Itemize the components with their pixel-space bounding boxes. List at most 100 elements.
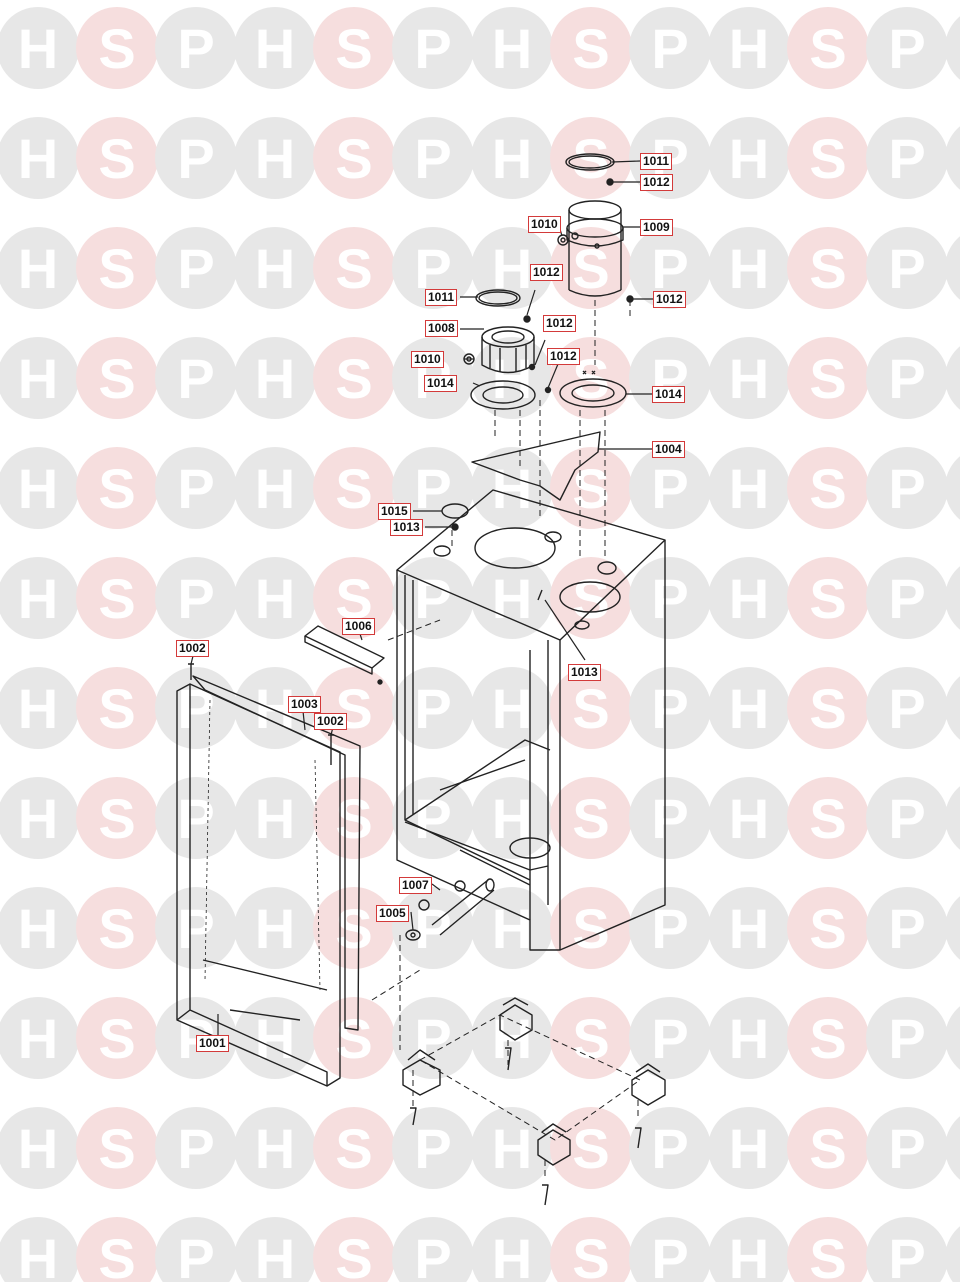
watermark-circle — [866, 337, 948, 419]
part-label-1014-right[interactable]: 1014 — [652, 386, 685, 403]
watermark-circle — [945, 126, 960, 190]
part-label-1007[interactable]: 1007 — [399, 877, 432, 894]
watermark-letter: H — [492, 1117, 532, 1180]
watermark-circle — [155, 1217, 237, 1282]
part-label-1005[interactable]: 1005 — [376, 905, 409, 922]
watermark-letter: P — [651, 567, 688, 630]
watermark-circle — [787, 887, 869, 969]
part-label-1012-right[interactable]: 1012 — [653, 291, 686, 308]
watermark-letter: S — [572, 1007, 609, 1070]
watermark-circle — [629, 997, 711, 1079]
watermark-circle — [945, 456, 960, 520]
watermark-circle — [313, 1217, 395, 1282]
watermark-circle — [0, 777, 79, 859]
part-label-1012-center[interactable]: 1012 — [543, 315, 576, 332]
watermark-letter: H — [18, 677, 58, 740]
watermark-circle — [866, 887, 948, 969]
watermark-letter: P — [888, 1227, 925, 1282]
watermark-circle — [76, 117, 158, 199]
watermark-letter: P — [177, 347, 214, 410]
watermark-letter: S — [572, 897, 609, 960]
watermark-circle — [234, 777, 316, 859]
flue-turret-1008 — [481, 326, 535, 374]
flue-seal-ring-top — [565, 153, 615, 171]
watermark-circle — [629, 887, 711, 969]
watermark-letter: P — [888, 897, 925, 960]
watermark-circle — [313, 7, 395, 89]
watermark-circle — [76, 557, 158, 639]
watermark-circle — [76, 667, 158, 749]
watermark-circle — [155, 667, 237, 749]
watermark-letter: P — [177, 1227, 214, 1282]
watermark-letter: S — [98, 787, 135, 850]
watermark-circle — [471, 337, 553, 419]
watermark-letter: H — [729, 1227, 769, 1282]
watermark-letter: P — [414, 17, 451, 80]
watermark-letter: H — [729, 787, 769, 850]
watermark-circle — [392, 1217, 474, 1282]
watermark-letter: P — [888, 237, 925, 300]
part-label-1010-left[interactable]: 1010 — [411, 351, 444, 368]
part-label-1011-left[interactable]: 1011 — [425, 289, 458, 306]
watermark-letter: S — [809, 17, 846, 80]
watermark-circle — [155, 887, 237, 969]
seal-1015 — [441, 503, 469, 531]
watermark-circle — [234, 7, 316, 89]
top-plate-1004 — [471, 431, 601, 501]
part-label-1012-mid[interactable]: 1012 — [530, 264, 563, 281]
watermark-circle — [945, 566, 960, 630]
watermark-letter: H — [492, 1227, 532, 1282]
watermark-letter: S — [809, 897, 846, 960]
watermark-circle — [866, 1217, 948, 1282]
watermark-letter: H — [18, 1007, 58, 1070]
part-label-1012-top[interactable]: 1012 — [640, 174, 673, 191]
part-label-1002-right[interactable]: 1002 — [314, 713, 347, 730]
watermark-letter: S — [809, 1117, 846, 1180]
part-label-1006[interactable]: 1006 — [342, 618, 375, 635]
watermark-letter: S — [98, 17, 135, 80]
watermark-circle — [0, 887, 79, 969]
part-label-1001[interactable]: 1001 — [196, 1035, 229, 1052]
part-label-1008[interactable]: 1008 — [425, 320, 458, 337]
watermark-circle — [708, 117, 790, 199]
part-label-1011-top[interactable]: 1011 — [640, 153, 673, 170]
watermark-circle — [0, 557, 79, 639]
watermark-circle — [708, 337, 790, 419]
watermark-circle — [787, 997, 869, 1079]
watermark-circle — [550, 1217, 632, 1282]
watermark-letter: P — [414, 897, 451, 960]
watermark-circle — [471, 1107, 553, 1189]
watermark-circle — [0, 7, 79, 89]
watermark-circle — [0, 447, 79, 529]
part-label-1012-lower[interactable]: 1012 — [547, 348, 580, 365]
part-label-1009[interactable]: 1009 — [640, 219, 673, 236]
clip-1010-top — [557, 234, 569, 246]
part-label-1002-left[interactable]: 1002 — [176, 640, 209, 657]
part-label-1003[interactable]: 1003 — [288, 696, 321, 713]
watermark-circle — [76, 227, 158, 309]
watermark-letter: P — [888, 17, 925, 80]
part-label-1013-lower[interactable]: 1013 — [568, 664, 601, 681]
watermark-circle — [550, 7, 632, 89]
watermark-letter: S — [809, 457, 846, 520]
watermark-circle — [392, 1107, 474, 1189]
part-label-1004[interactable]: 1004 — [652, 441, 685, 458]
watermark-circle — [945, 16, 960, 80]
watermark-letter: S — [572, 677, 609, 740]
part-label-1010-top[interactable]: 1010 — [528, 216, 561, 233]
watermark-circle — [629, 447, 711, 529]
watermark-letter: H — [18, 787, 58, 850]
watermark-letter: S — [572, 17, 609, 80]
part-label-1013-top[interactable]: 1013 — [390, 519, 423, 536]
part-label-1015[interactable]: 1015 — [378, 503, 411, 520]
part-label-1014-left[interactable]: 1014 — [424, 375, 457, 392]
watermark-circle — [76, 997, 158, 1079]
watermark-letter: S — [572, 237, 609, 300]
watermark-circle — [629, 557, 711, 639]
watermark-circle — [471, 447, 553, 529]
watermark-circle — [787, 447, 869, 529]
watermark-circle — [76, 447, 158, 529]
watermark-circle — [945, 236, 960, 300]
watermark-circle — [708, 557, 790, 639]
watermark-circle — [471, 557, 553, 639]
